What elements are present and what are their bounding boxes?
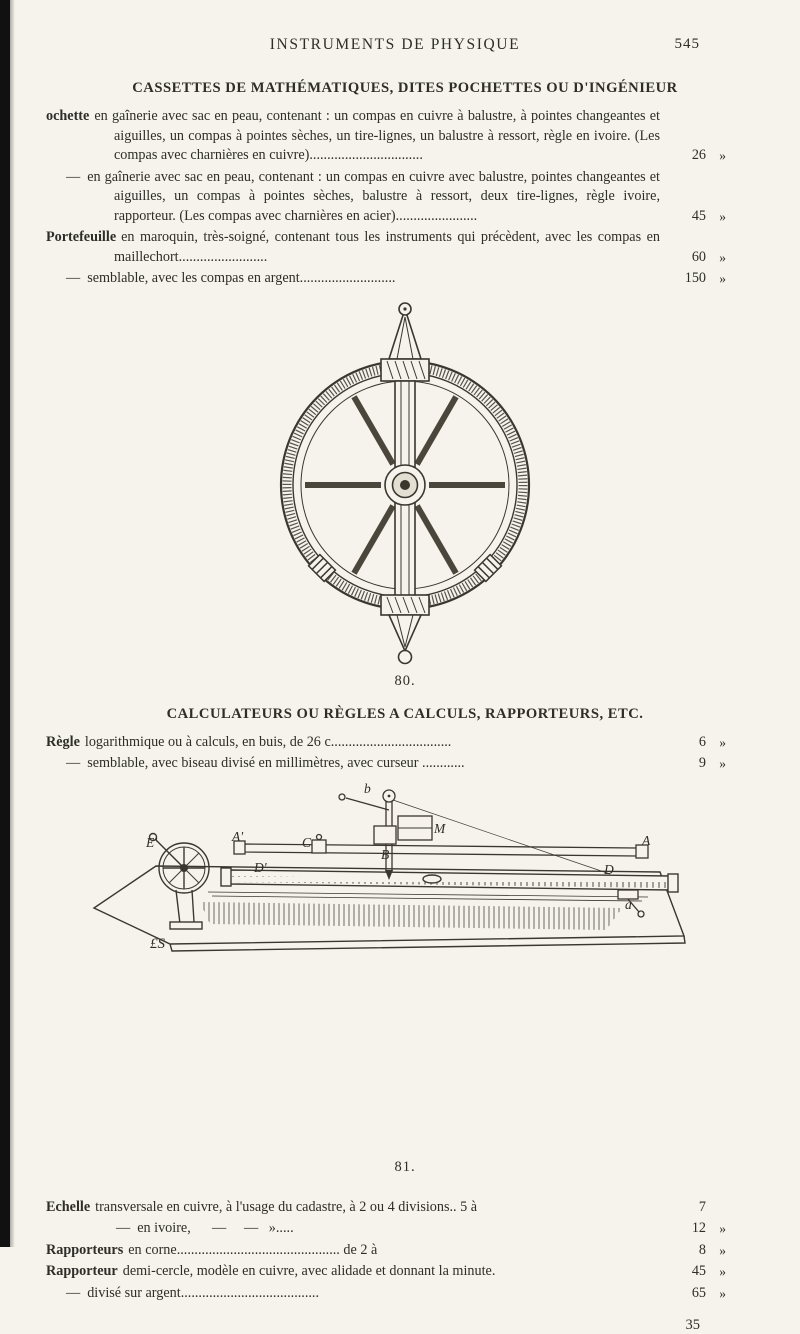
scanned-book-page: INSTRUMENTS DE PHYSIQUE 545 CASSETTES DE…	[10, 0, 800, 1333]
entry-lead: —	[66, 1284, 83, 1301]
figure-label: C	[302, 834, 312, 850]
entry-text: en maroquin, très-soigné, contenant tous…	[114, 229, 660, 265]
entry-lead: Portefeuille	[46, 229, 117, 245]
entry-price: 60	[691, 248, 706, 265]
entry-text: en corne................................…	[128, 1241, 378, 1258]
entry-lead: Rapporteurs	[46, 1241, 124, 1258]
entry-lead: —	[116, 1220, 133, 1236]
figure-label: A'	[232, 828, 244, 844]
figure-label: D'	[254, 859, 267, 875]
signature-mark: 35	[685, 1317, 701, 1333]
entry-price: 65	[691, 1284, 706, 1301]
entry-price-unit: »	[719, 1242, 726, 1258]
catalog-entry: —en gaînerie avec sac en peau, contenant…	[46, 168, 760, 227]
entry-lead: Rapporteur	[46, 1263, 118, 1279]
entry-price: 45	[691, 1263, 706, 1279]
entry-price-unit: »	[719, 1221, 726, 1236]
entry-price-unit: »	[719, 734, 726, 750]
crank-wheel	[148, 832, 210, 930]
entry-price: 26	[691, 147, 706, 163]
entry-lead: Echelle	[46, 1198, 91, 1215]
circular-protractor-wheel-illustration	[279, 301, 531, 664]
entry-price: 45	[691, 207, 706, 224]
figure-label: a	[625, 896, 632, 912]
entry-price: 12	[691, 1220, 706, 1236]
vernier-clamps	[307, 553, 503, 582]
entry-text: demi-cercle, modèle en cuivre, avec alid…	[122, 1263, 496, 1279]
figure-81-caption: 81.	[394, 1158, 416, 1175]
figure-label: M	[434, 820, 446, 836]
catalog-entry: —semblable, avec biseau divisé en millim…	[46, 754, 760, 774]
center-hub	[384, 463, 426, 506]
entry-lead: —	[66, 168, 83, 185]
running-head-title: INSTRUMENTS DE PHYSIQUE	[269, 36, 521, 53]
figure-label: D	[604, 861, 614, 877]
entry-price: 9	[698, 755, 706, 771]
entry-price-unit: »	[719, 756, 726, 771]
section-title-calculateurs: CALCULATEURS OU RÈGLES A CALCULS, RAPPOR…	[166, 705, 644, 722]
section-title-cassettes: CASSETTES DE MATHÉMATIQUES, DITES POCHET…	[132, 80, 678, 96]
entry-lead: Règle	[46, 733, 80, 750]
entry-text: en gaînerie avec sac en peau, contenant …	[94, 108, 660, 163]
figure-label: b	[364, 780, 371, 796]
entry-lead: ochette	[46, 108, 90, 124]
entry-text: transversale en cuivre, à l'usage du cad…	[95, 1198, 478, 1215]
page-number: 545	[674, 36, 700, 52]
entry-text: semblable, avec biseau divisé en millimè…	[87, 755, 465, 771]
entry-price-unit: »	[719, 1285, 726, 1301]
upper-rail	[233, 833, 649, 859]
scan-gutter-edge	[0, 0, 10, 1247]
entry-price-unit: »	[719, 148, 726, 163]
entry-lead: —	[66, 270, 83, 286]
catalog-entry: —en ivoire, — — »..... 12 »	[46, 1219, 760, 1239]
figure-80: 80.	[10, 297, 800, 690]
ruling-machine-illustration	[92, 788, 686, 952]
figure-label: A	[642, 832, 651, 848]
entry-text: logarithmique ou à calculs, en buis, de …	[84, 733, 452, 750]
wheel-spokes	[305, 394, 505, 575]
board-shading	[200, 901, 622, 930]
alidade-arm	[380, 301, 430, 664]
catalog-entry: —semblable, avec les compas en argent...…	[46, 269, 760, 289]
entry-price-unit: »	[719, 271, 726, 286]
figure-label: £S	[150, 935, 165, 952]
figure-label: E'	[146, 834, 158, 850]
entry-price: 7	[698, 1198, 706, 1215]
catalog-entry: —divisé sur argent......................…	[46, 1284, 760, 1304]
entry-price-unit: »	[719, 249, 726, 265]
running-head: INSTRUMENTS DE PHYSIQUE 545	[10, 36, 800, 56]
clamp-foot	[617, 888, 645, 918]
entry-price: 150	[684, 270, 706, 286]
figure-label: B	[381, 846, 390, 862]
entry-text: semblable, avec les compas en argent....…	[87, 270, 396, 286]
figure-80-caption: 80.	[394, 672, 416, 689]
entry-text: en ivoire, — — ».....	[137, 1220, 294, 1236]
entry-price: 8	[698, 1241, 706, 1258]
entry-price-unit: »	[719, 208, 726, 224]
graduated-ruler	[220, 866, 679, 893]
entry-text: en gaînerie avec sac en peau, contenant …	[87, 168, 660, 224]
entry-text: divisé sur argent.......................…	[87, 1284, 320, 1301]
entry-lead: —	[66, 755, 83, 771]
figure-81: b E' A' C M B A D' D a £S	[82, 780, 712, 969]
entry-price: 6	[698, 733, 706, 750]
scan-gutter-shadow	[10, 0, 15, 1247]
entry-price-unit: »	[719, 1264, 726, 1279]
carriage-mechanism	[338, 788, 611, 880]
